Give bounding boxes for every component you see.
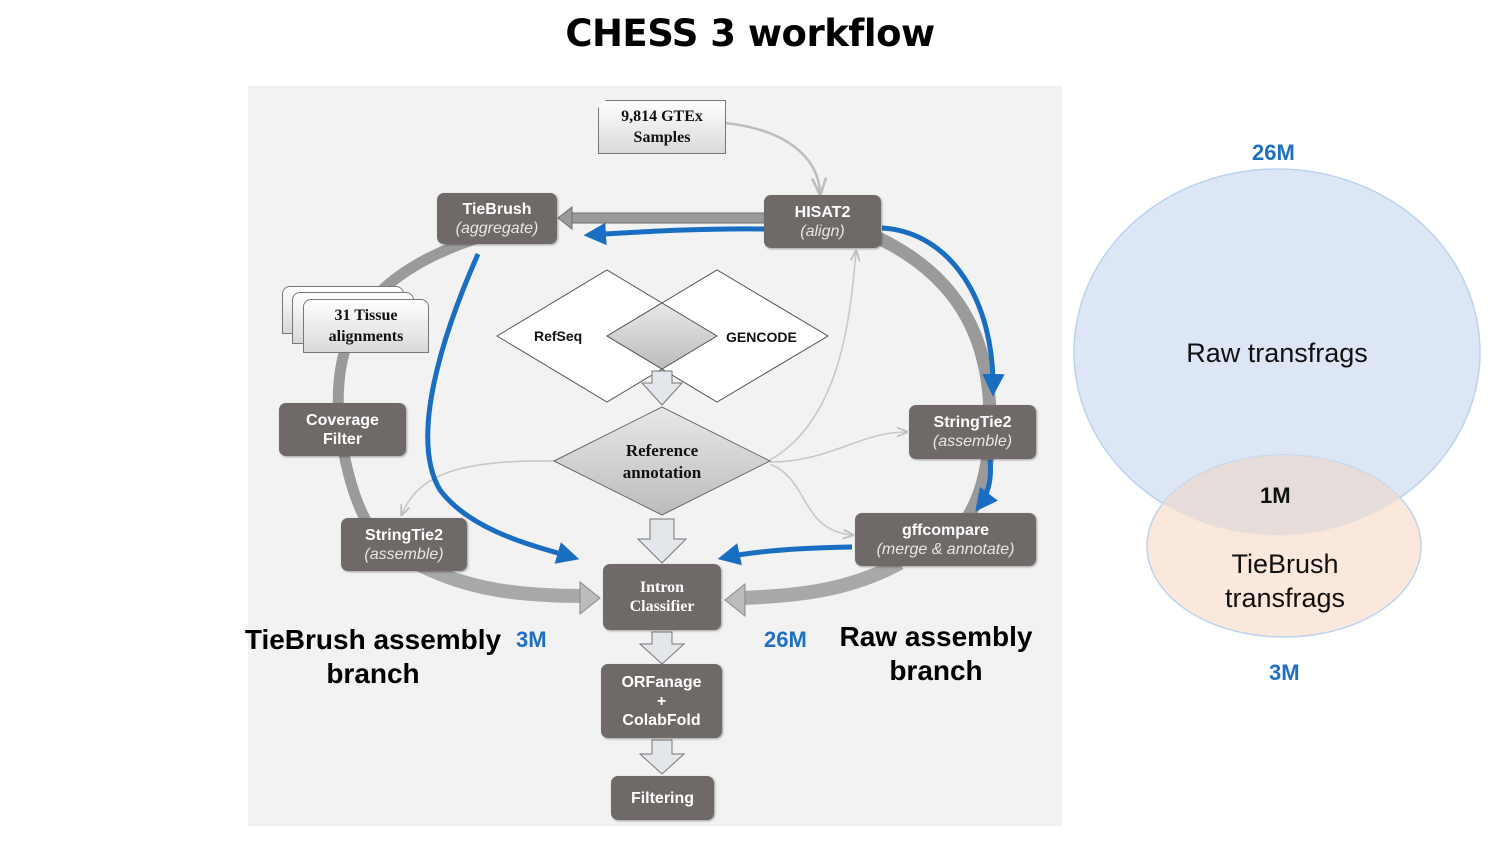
gtex-to-hisat-connector: [724, 121, 820, 192]
gencode-label: GENCODE: [726, 329, 797, 345]
down-arrow-to-filtering: [638, 739, 686, 775]
blue-hisat-to-stringtie: [881, 225, 1005, 397]
refseq-gencode-overlap: [606, 302, 718, 370]
down-arrow-to-classifier: [636, 518, 688, 564]
blue-tiebrush-to-classifier: [425, 252, 580, 564]
hisat-to-tiebrush-head: [557, 205, 573, 231]
hisat-to-tiebrush-bar: [569, 212, 766, 224]
filtering-node: Filtering: [611, 776, 714, 820]
arrow-right-head: [724, 582, 746, 618]
arrow-left-to-classifier: [416, 558, 586, 603]
ref-to-hisat-connector: [769, 252, 856, 461]
cycle-ring-right: [857, 223, 997, 555]
gffcompare-node: gffcompare (merge & annotate): [855, 513, 1036, 566]
down-arrow-ref: [640, 370, 684, 406]
ref-to-stringtie-right-connector: [769, 432, 906, 463]
ref-to-stringtie-left-connector: [402, 460, 556, 514]
blue-gffcompare-to-classifier: [717, 543, 853, 566]
intron-classifier-node: Intron Classifier: [603, 564, 721, 630]
reference-annotation-diamond: [552, 406, 772, 516]
tiebrush-branch-count: 3M: [516, 627, 547, 652]
venn-tiebrush-label: TieBrush transfrags: [1224, 549, 1346, 613]
tiebrush-branch-label: TieBrush assembly branch: [244, 624, 502, 689]
cycle-ring-left: [332, 226, 500, 565]
blue-stringtie-to-gffcompare: [975, 459, 998, 512]
tiebrush-node: TieBrush (aggregate): [437, 193, 557, 244]
arrow-left-head: [579, 580, 601, 616]
down-arrow-to-orfanage: [638, 631, 686, 665]
tissue-alignments-input: 31 Tissue alignments: [303, 299, 429, 353]
arrow-right-to-classifier: [739, 556, 904, 605]
venn-raw-count: 26M: [1252, 140, 1295, 165]
stringtie2-right-node: StringTie2 (assemble): [909, 405, 1036, 459]
hisat2-node: HISAT2 (align): [764, 195, 881, 248]
reference-annotation-label: Reference annotation: [622, 441, 702, 482]
orfanage-colabfold-node: ORFanage + ColabFold: [601, 664, 722, 738]
page-title: CHESS 3 workflow: [565, 12, 935, 55]
venn-tiebrush-count: 3M: [1269, 660, 1300, 685]
venn-overlap-count: 1M: [1260, 483, 1291, 508]
raw-branch-label: Raw assembly branch: [839, 621, 1033, 686]
refseq-label: RefSeq: [534, 328, 583, 344]
ref-to-gffcompare-connector: [769, 463, 852, 535]
blue-hisat-to-tiebrush: [583, 222, 767, 246]
venn-overlap: [1147, 455, 1421, 535]
coverage-filter-node: Coverage Filter: [279, 403, 406, 456]
stringtie2-left-node: StringTie2 (assemble): [341, 518, 467, 571]
raw-branch-count: 26M: [764, 627, 807, 652]
gtex-samples-input: 9,814 GTEx Samples: [598, 100, 726, 154]
venn-raw-label: Raw transfrags: [1186, 338, 1368, 368]
